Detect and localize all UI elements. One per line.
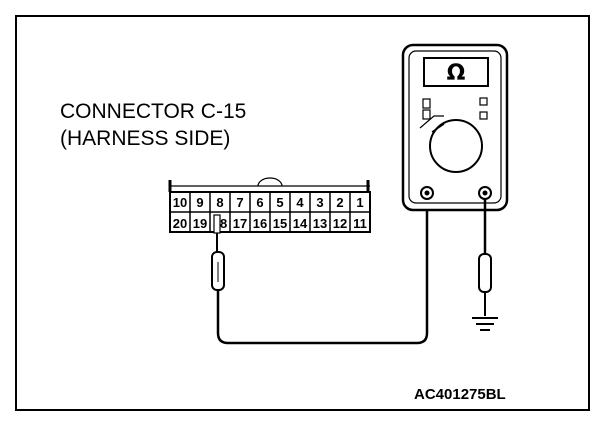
bottom-pin-14: 14	[293, 216, 308, 231]
top-pin-2: 2	[336, 195, 343, 210]
connector-title-line1: CONNECTOR C-15	[60, 100, 247, 123]
connector-title-line2: (HARNESS SIDE)	[60, 127, 231, 150]
probe-connector-side	[211, 233, 225, 291]
test-lead-wire	[216, 197, 429, 345]
top-pin-9: 9	[196, 195, 203, 210]
figure-code: AC401275BL	[414, 386, 506, 403]
rotary-dial	[429, 119, 483, 173]
top-pin-5: 5	[276, 195, 283, 210]
mode-indicator	[479, 111, 488, 120]
bottom-pin-15: 15	[273, 216, 287, 231]
mode-indicator	[422, 98, 431, 109]
top-pin-4: 4	[296, 195, 304, 210]
ohmmeter: Ω	[401, 43, 509, 212]
bottom-pin-19: 19	[193, 216, 207, 231]
mode-indicator	[422, 109, 431, 120]
pin-dividers	[189, 192, 351, 232]
ground-icon	[472, 317, 498, 331]
bottom-pin-17: 17	[233, 216, 247, 231]
ohm-display: Ω	[447, 61, 466, 86]
bottom-pin-12: 12	[333, 216, 347, 231]
probe-tip	[213, 214, 221, 234]
connector-title: CONNECTOR C-15 (HARNESS SIDE)	[60, 98, 246, 152]
top-pin-3: 3	[316, 195, 323, 210]
top-pin-7: 7	[236, 195, 243, 210]
top-pin-10: 10	[173, 195, 187, 210]
bottom-pin-13: 13	[313, 216, 327, 231]
bottom-pin-11: 11	[353, 216, 367, 231]
top-pin-6: 6	[256, 195, 263, 210]
top-pin-8: 8	[216, 195, 223, 210]
bottom-pin-20: 20	[173, 216, 187, 231]
probe-ground-side	[478, 199, 492, 316]
mode-indicator	[479, 97, 488, 106]
bottom-pin-16: 16	[253, 216, 267, 231]
top-pin-1: 1	[356, 195, 363, 210]
